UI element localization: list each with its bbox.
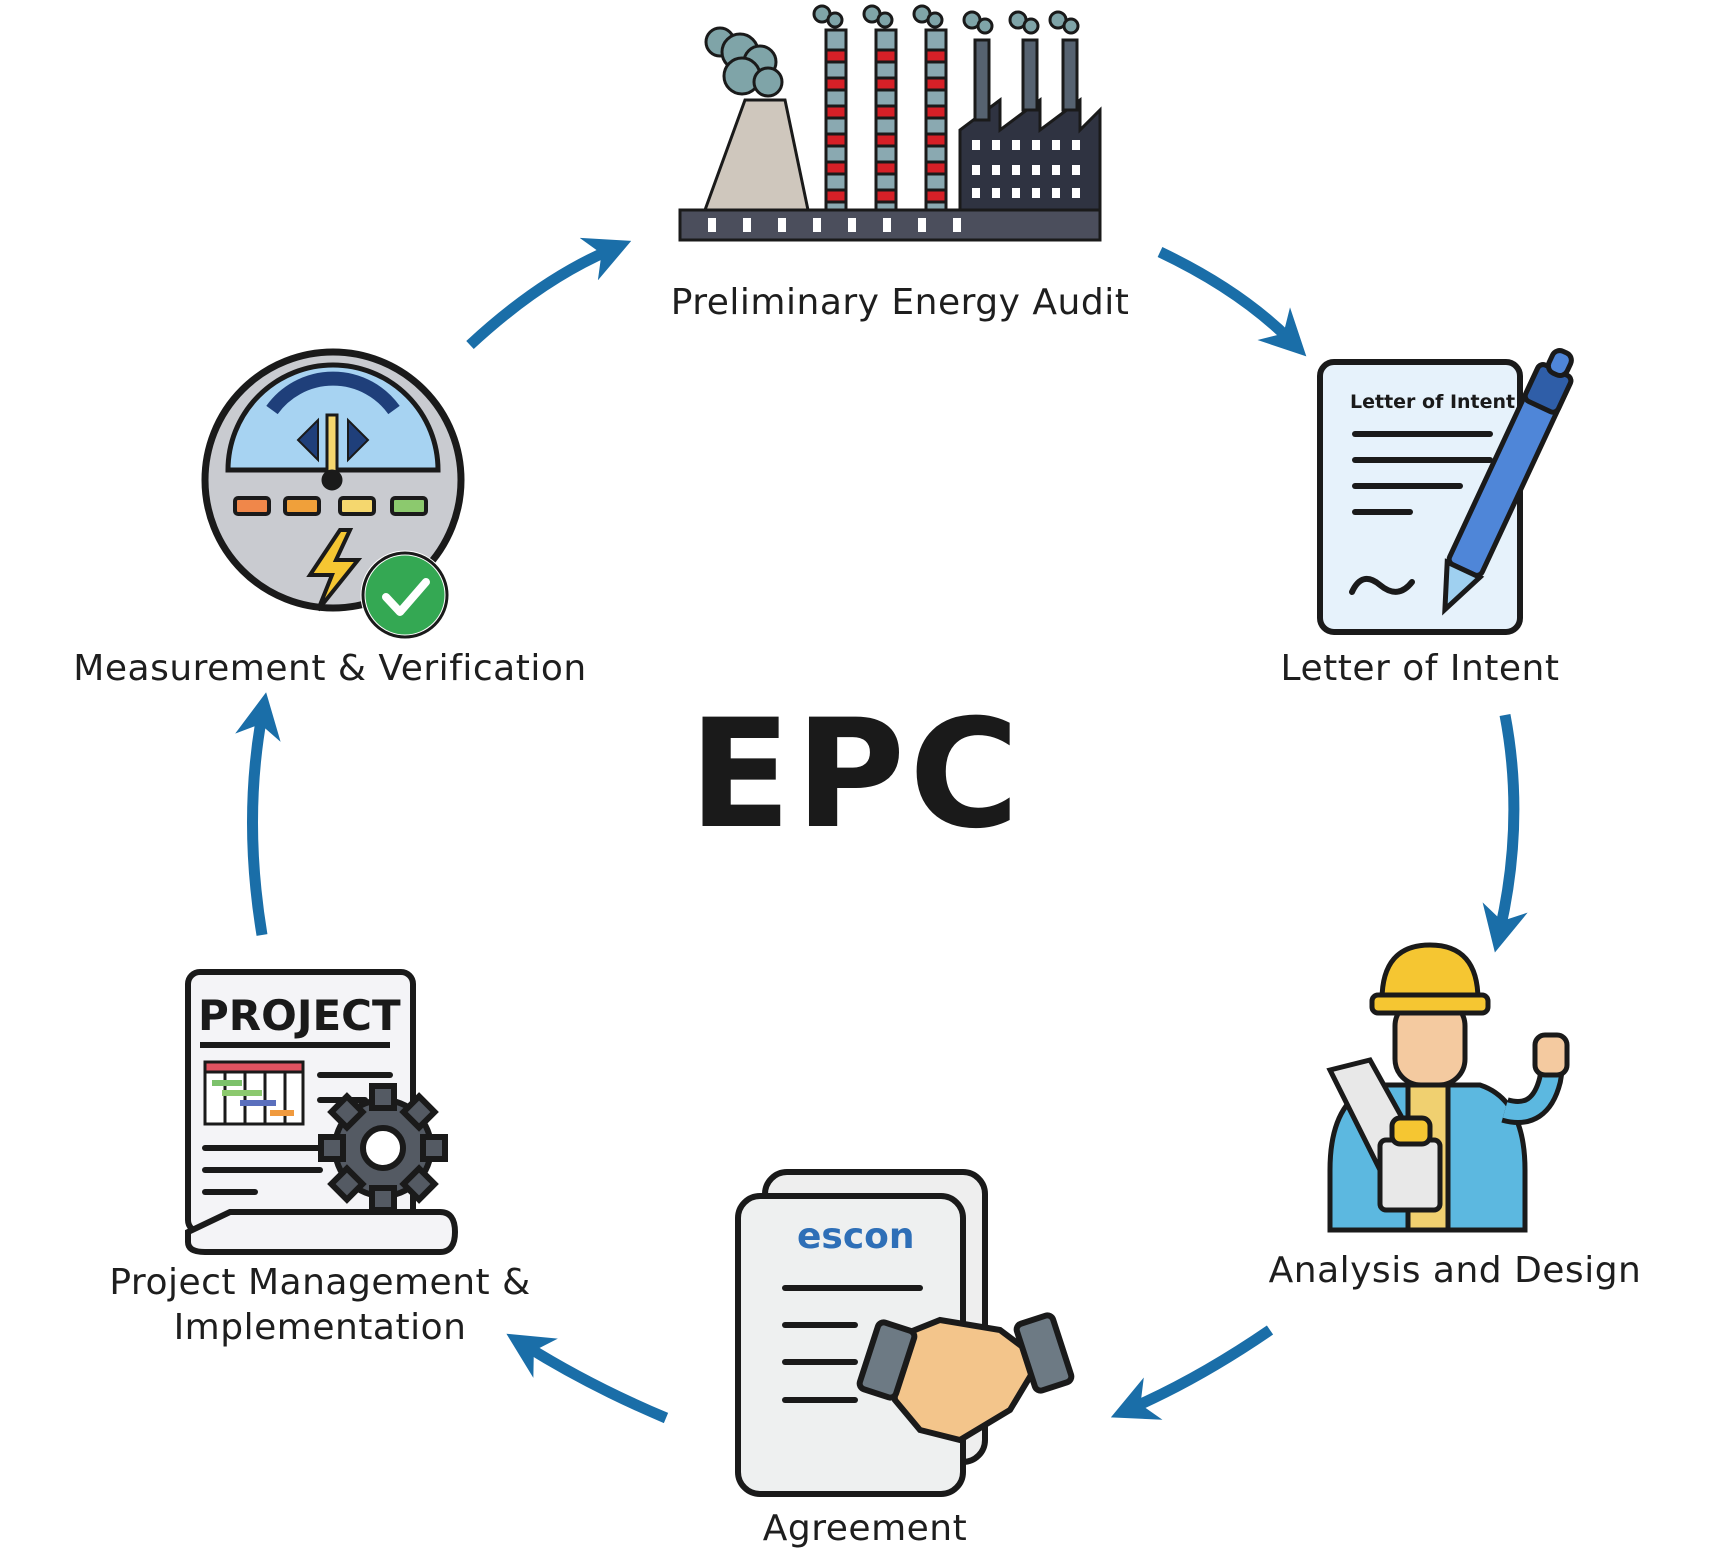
document-heading: PROJECT (198, 991, 401, 1040)
label-letter-of-intent: Letter of Intent (1280, 648, 1560, 689)
arrow-agreement-to-project (506, 1333, 669, 1424)
label-project-management-line2: Implementation (173, 1307, 467, 1348)
project-gear-icon: PROJECT (185, 969, 459, 1255)
center-title: EPC (688, 688, 1024, 862)
label-project-management-line1: Project Management & (109, 1262, 531, 1303)
handshake-document-icon: escon (735, 1169, 1075, 1497)
cycle-arrows (235, 237, 1528, 1424)
label-measurement-verification: Measurement & Verification (73, 648, 587, 689)
document-logo: escon (797, 1216, 915, 1257)
engineer-icon (1326, 942, 1570, 1233)
label-agreement: Agreement (762, 1508, 968, 1549)
meter-check-icon (201, 348, 465, 640)
label-analysis-and-design: Analysis and Design (1268, 1250, 1642, 1291)
label-preliminary-energy-audit: Preliminary Energy Audit (670, 282, 1130, 323)
arrow-measurement-to-audit (466, 237, 632, 350)
document-pen-icon: Letter of Intent (1317, 348, 1574, 635)
arrow-analysis-to-agreement (1110, 1325, 1274, 1420)
arrow-intent-to-analysis (1482, 713, 1528, 953)
factory-icon (678, 4, 1102, 242)
arrow-audit-to-intent (1157, 247, 1307, 357)
document-heading: Letter of Intent (1350, 391, 1515, 413)
arrow-project-to-measurement (235, 692, 281, 936)
